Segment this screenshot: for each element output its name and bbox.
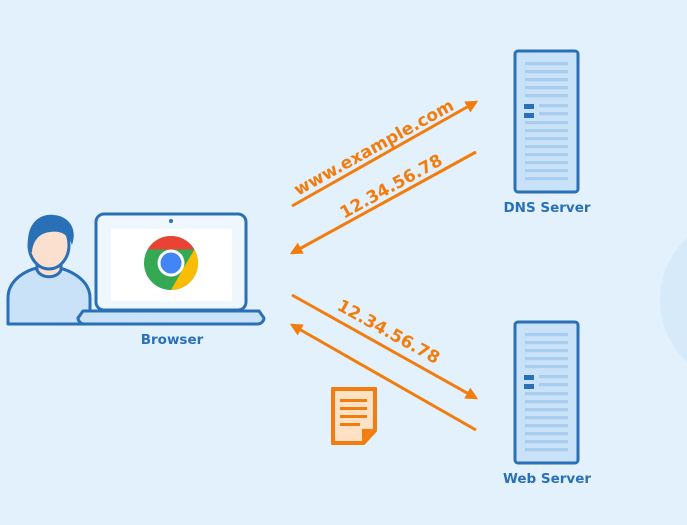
dns-server-icon <box>513 49 580 194</box>
server-slots <box>525 333 568 452</box>
arrow-web-request <box>291 293 479 400</box>
server-slots <box>525 62 568 181</box>
server-led <box>524 104 534 109</box>
laptop-base <box>76 309 266 326</box>
browser-laptop <box>76 212 266 326</box>
dns-server-label: DNS Server <box>503 200 590 216</box>
server-led <box>524 384 534 389</box>
background-circle <box>660 237 687 363</box>
server-led <box>524 375 534 380</box>
chrome-icon <box>144 235 199 291</box>
browser-label: Browser <box>141 332 204 348</box>
arrow-web-response <box>289 323 477 432</box>
arrow-dns-request <box>291 100 479 208</box>
webcam <box>169 219 173 223</box>
web-server-icon <box>513 320 580 465</box>
web-server-label: Web Server <box>503 471 591 487</box>
arrow-dns-response <box>289 150 477 255</box>
user-icon <box>6 214 92 326</box>
server-led <box>524 113 534 118</box>
document-icon <box>331 387 377 445</box>
